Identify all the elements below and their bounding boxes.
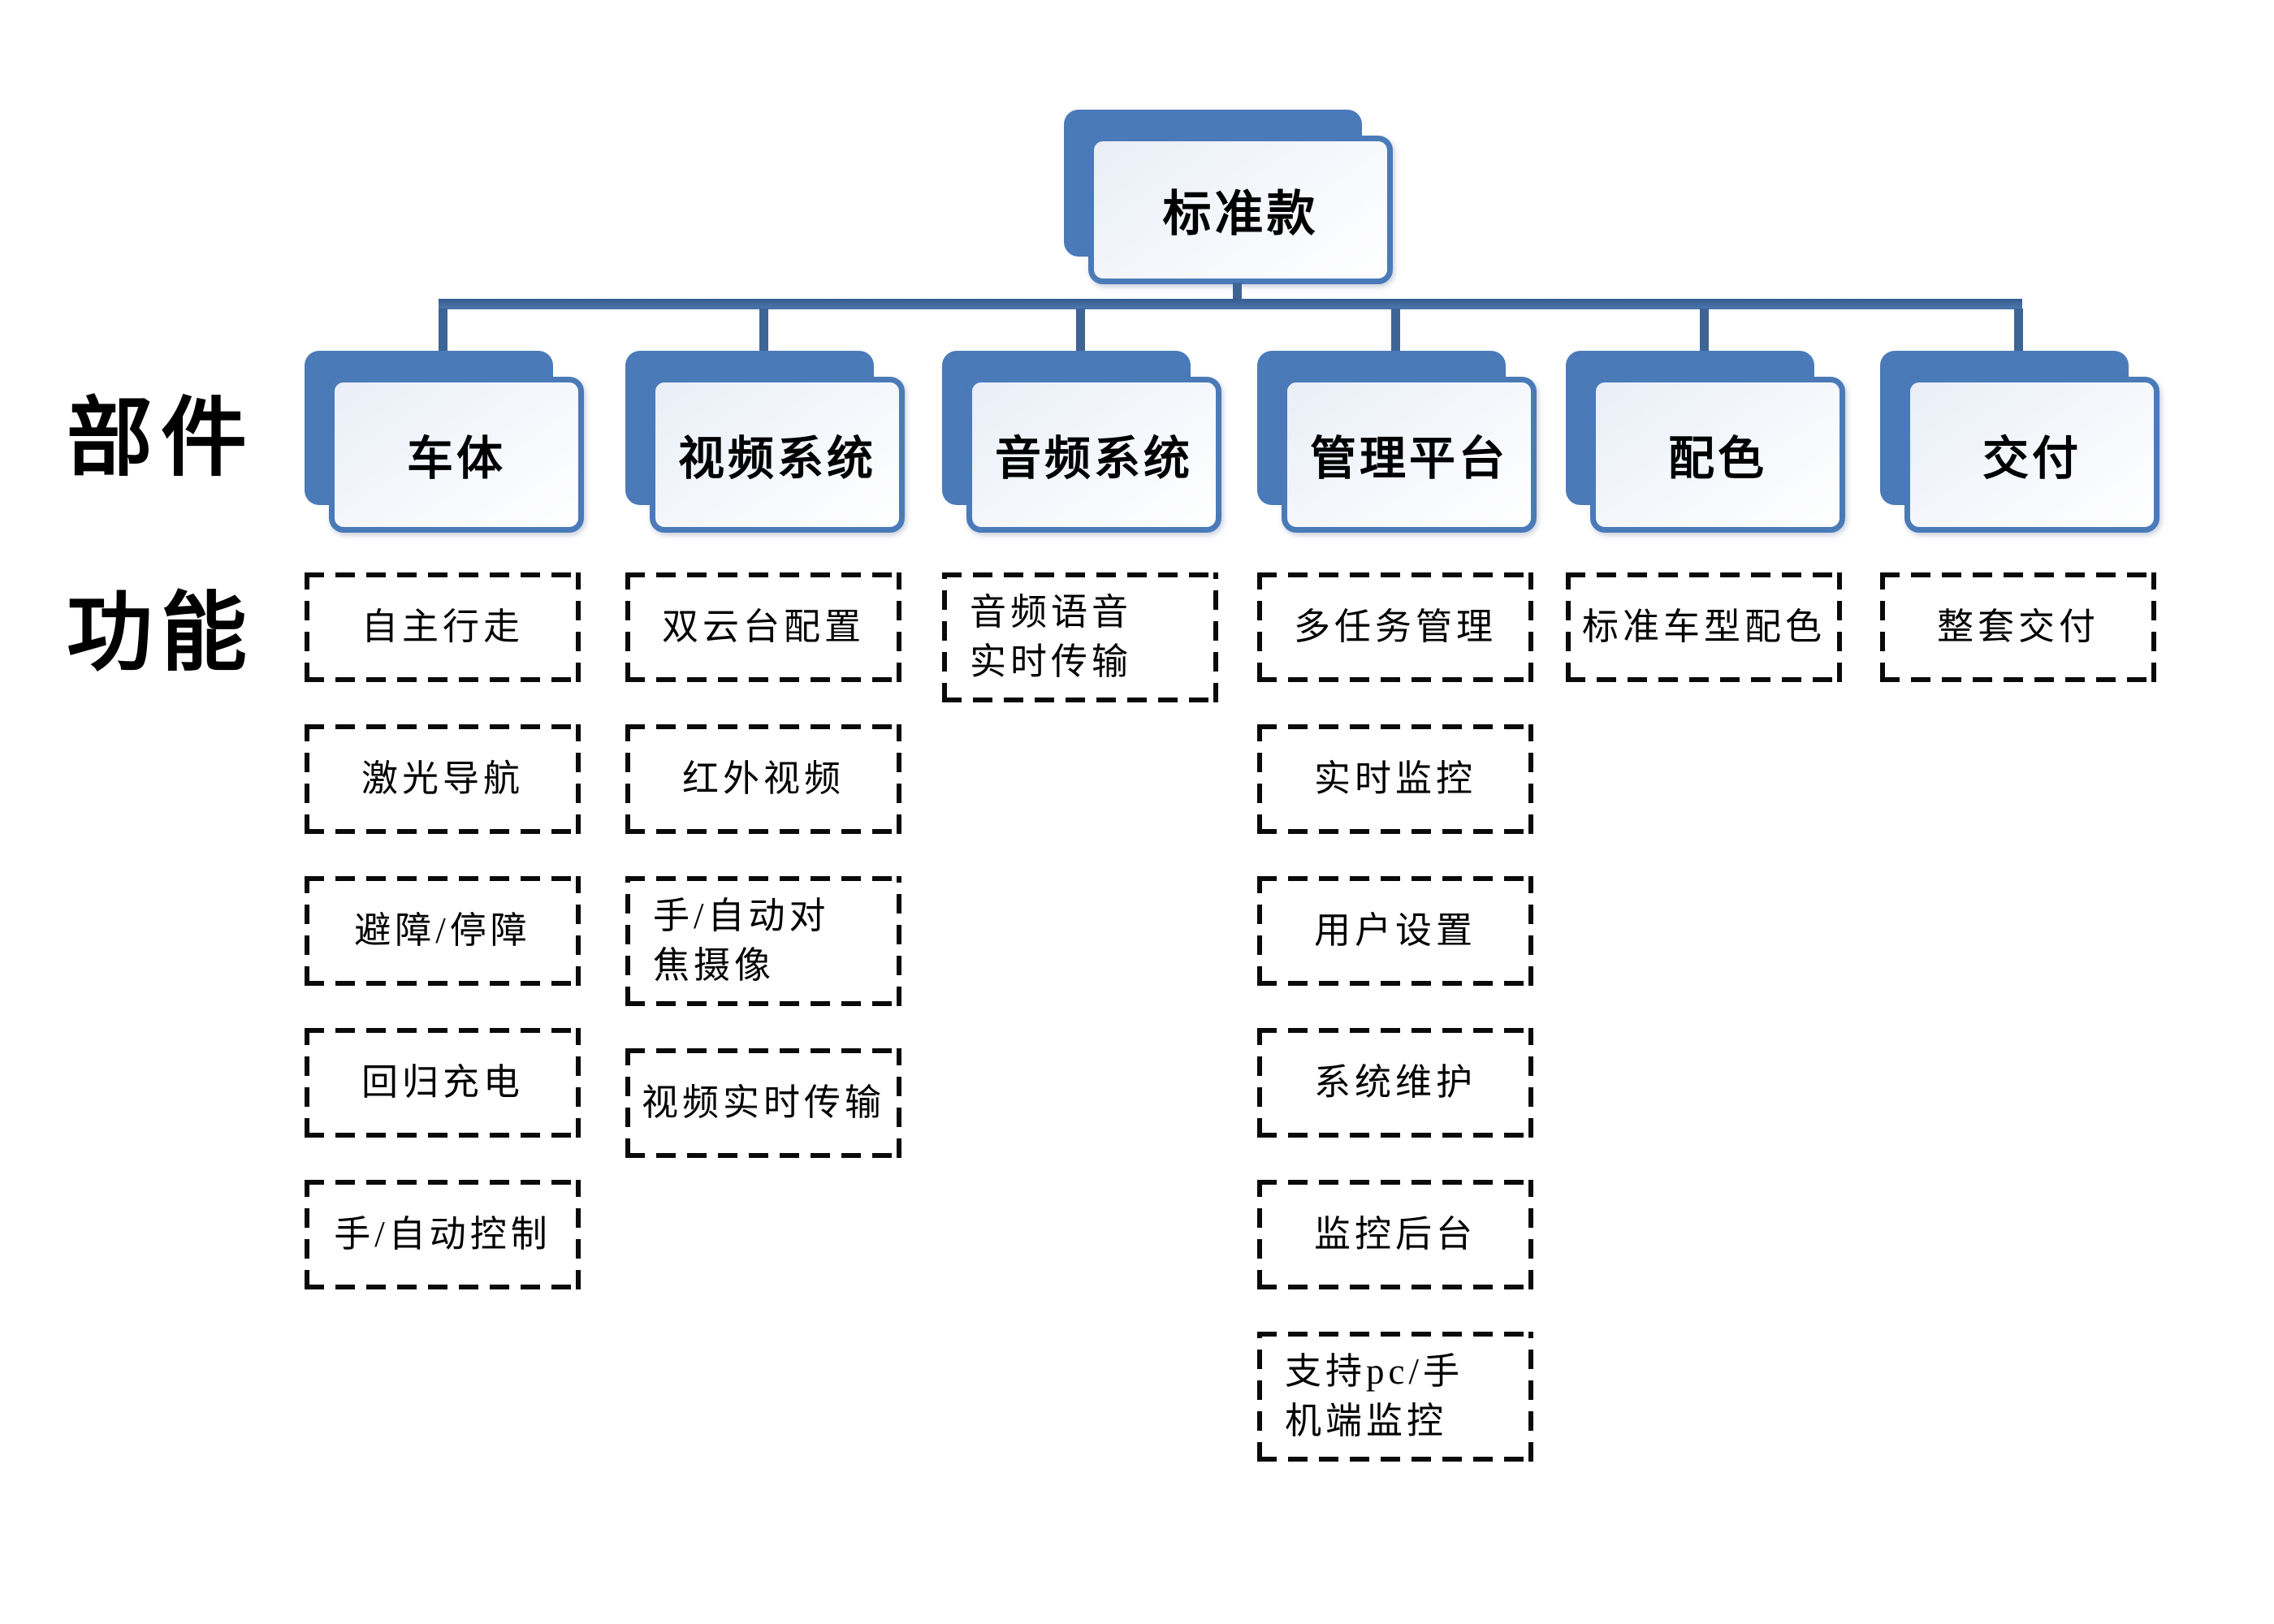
function-box-color-scheme-1: 标准车型配色 — [1566, 572, 1842, 682]
connector-stub-vehicle-body — [439, 309, 447, 354]
card-front-layer: 管理平台 — [1282, 377, 1537, 533]
function-box-video-system-3: 手/自动对 焦摄像 — [625, 876, 901, 1006]
function-text-color-scheme-1: 标准车型配色 — [1581, 607, 1826, 648]
function-text-video-system-4: 视频实时传输 — [641, 1082, 885, 1124]
connector-stub-color-scheme — [1700, 309, 1709, 354]
function-box-vehicle-body-3: 避障/停障 — [305, 876, 581, 986]
function-text-video-system-3: 手/自动对 焦摄像 — [653, 896, 830, 986]
function-text-vehicle-body-5: 手/自动控制 — [334, 1214, 551, 1255]
root-node-label: 标准款 — [1162, 188, 1319, 241]
row-label-parts: 部件 — [67, 391, 255, 486]
function-box-video-system-2: 红外视频 — [625, 724, 901, 834]
function-text-management-platform-5: 监控后台 — [1313, 1214, 1476, 1255]
component-card-management-platform: 管理平台 — [1257, 351, 1537, 533]
function-text-management-platform-2: 实时监控 — [1313, 758, 1476, 800]
root-connector-stub — [1233, 283, 1242, 300]
component-card-delivery: 交付 — [1880, 351, 2159, 533]
row-label-functions: 功能 — [67, 586, 255, 681]
function-text-audio-system-1: 音频语音 实时传输 — [970, 592, 1133, 682]
function-text-management-platform-4: 系统维护 — [1313, 1062, 1476, 1104]
function-box-vehicle-body-5: 手/自动控制 — [305, 1180, 581, 1289]
connector-stub-video-system — [759, 309, 768, 354]
function-box-video-system-1: 双云台配置 — [625, 572, 901, 682]
function-text-video-system-2: 红外视频 — [681, 758, 845, 800]
component-label-vehicle-body: 车体 — [407, 434, 506, 485]
card-front-layer: 标准款 — [1088, 136, 1393, 284]
function-box-management-platform-6: 支持pc/手 机端监控 — [1257, 1332, 1533, 1462]
function-box-delivery-1: 整套交付 — [1880, 572, 2156, 682]
component-label-video-system: 视频系统 — [678, 434, 876, 485]
function-box-video-system-4: 视频实时传输 — [625, 1048, 901, 1158]
component-label-color-scheme: 配色 — [1668, 434, 1767, 485]
connector-stub-delivery — [2014, 309, 2023, 354]
function-text-management-platform-3: 用户设置 — [1313, 910, 1476, 952]
function-box-management-platform-4: 系统维护 — [1257, 1028, 1533, 1138]
component-card-video-system: 视频系统 — [625, 351, 905, 533]
function-text-vehicle-body-1: 自主行走 — [361, 607, 524, 648]
function-text-vehicle-body-4: 回归充电 — [361, 1062, 524, 1104]
function-text-management-platform-1: 多任务管理 — [1293, 607, 1497, 648]
function-text-management-platform-6: 支持pc/手 机端监控 — [1285, 1351, 1463, 1441]
function-box-management-platform-1: 多任务管理 — [1257, 572, 1533, 682]
component-label-management-platform: 管理平台 — [1310, 434, 1508, 485]
function-box-vehicle-body-1: 自主行走 — [305, 572, 581, 682]
function-box-audio-system-1: 音频语音 实时传输 — [942, 572, 1218, 702]
card-front-layer: 车体 — [329, 377, 584, 533]
component-card-color-scheme: 配色 — [1566, 351, 1845, 533]
function-box-vehicle-body-4: 回归充电 — [305, 1028, 581, 1138]
function-box-management-platform-3: 用户设置 — [1257, 876, 1533, 986]
card-front-layer: 视频系统 — [650, 377, 905, 533]
card-front-layer: 音频系统 — [966, 377, 1221, 533]
function-box-vehicle-body-2: 激光导航 — [305, 724, 581, 834]
function-text-delivery-1: 整套交付 — [1936, 607, 2099, 648]
component-card-audio-system: 音频系统 — [942, 351, 1221, 533]
function-text-vehicle-body-3: 避障/停障 — [354, 910, 531, 952]
function-box-management-platform-2: 实时监控 — [1257, 724, 1533, 834]
card-front-layer: 交付 — [1904, 377, 2159, 533]
connector-stub-management-platform — [1391, 309, 1400, 354]
horizontal-connector-bar — [439, 299, 2022, 309]
function-text-video-system-1: 双云台配置 — [661, 607, 865, 648]
component-label-audio-system: 音频系统 — [995, 434, 1193, 485]
connector-stub-audio-system — [1076, 309, 1085, 354]
card-front-layer: 配色 — [1590, 377, 1845, 533]
component-card-vehicle-body: 车体 — [305, 351, 584, 533]
function-text-vehicle-body-2: 激光导航 — [361, 758, 524, 800]
root-node-standard-model: 标准款 — [1064, 110, 1393, 284]
component-label-delivery: 交付 — [1982, 434, 2082, 485]
function-box-management-platform-5: 监控后台 — [1257, 1180, 1533, 1289]
